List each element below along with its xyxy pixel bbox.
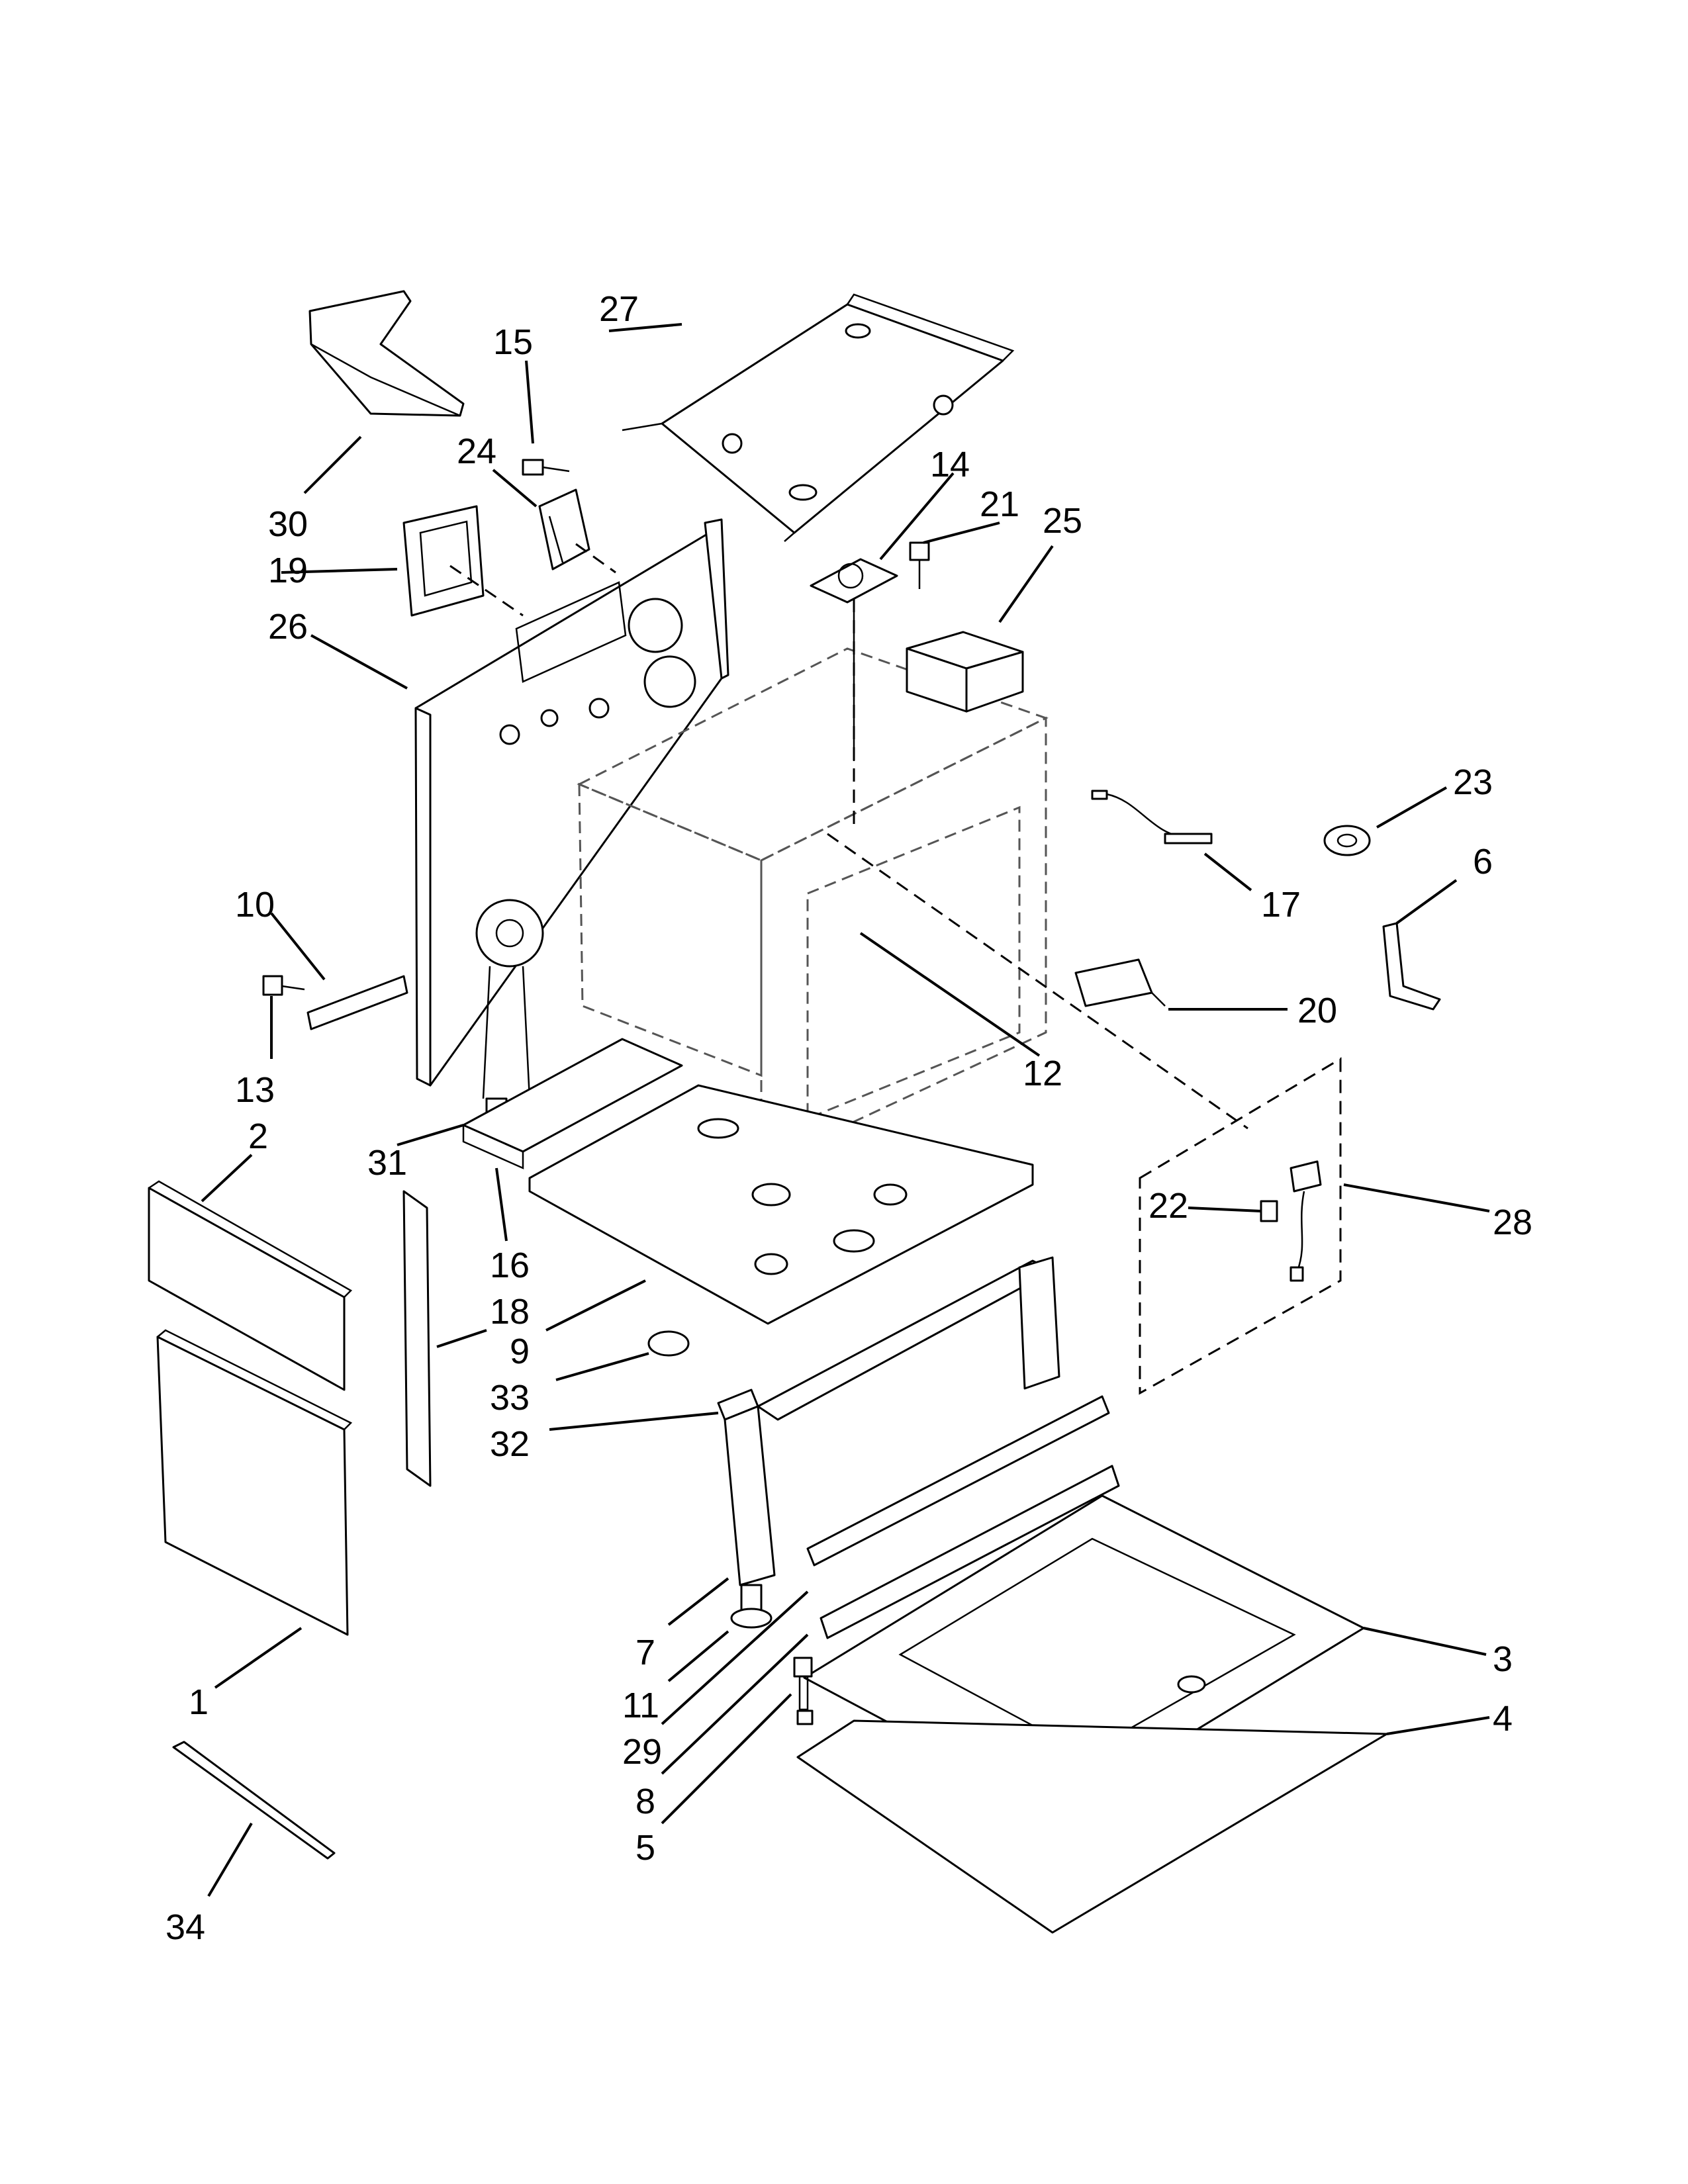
- callout-19: 19: [268, 551, 308, 590]
- callout-30: 30: [268, 504, 308, 544]
- callout-21: 21: [980, 484, 1019, 524]
- part-28-wire-harness-group[interactable]: [1139, 1057, 1342, 1395]
- part-34-trim-strip[interactable]: [172, 1741, 336, 1860]
- part-26-back-panel[interactable]: [414, 518, 729, 1087]
- callout-5: 5: [635, 1828, 655, 1868]
- part-1-front-panel[interactable]: [156, 1329, 353, 1636]
- callout-29: 29: [622, 1732, 662, 1772]
- part-24-bracket[interactable]: [538, 488, 590, 570]
- leader-lines: [201, 323, 1490, 1897]
- callout-1: 1: [189, 1682, 209, 1722]
- part-29-front-rail[interactable]: [806, 1395, 1110, 1567]
- callout-34: 34: [165, 1907, 205, 1947]
- callout-18: 18: [490, 1292, 530, 1332]
- callout-3: 3: [1493, 1639, 1513, 1679]
- part-10-bracket[interactable]: [306, 975, 408, 1030]
- part-17-sensor[interactable]: [1091, 790, 1213, 844]
- part-20-switch[interactable]: [1074, 958, 1166, 1007]
- callout-23: 23: [1453, 762, 1493, 802]
- part-25-control-box[interactable]: [906, 631, 1024, 713]
- callout-28: 28: [1493, 1203, 1532, 1242]
- callout-17: 17: [1261, 885, 1301, 925]
- callout-6: 6: [1473, 842, 1493, 882]
- part-9-oven-bottom[interactable]: [528, 1084, 1034, 1325]
- part-19-vent-duct[interactable]: [402, 505, 485, 617]
- part-7-front-frame[interactable]: [724, 1256, 1060, 1586]
- callout-27: 27: [599, 289, 639, 329]
- part-21-screw[interactable]: [909, 541, 930, 589]
- part-12-oven-cavity[interactable]: [577, 647, 1049, 1167]
- part-16-bracket[interactable]: [462, 1038, 683, 1169]
- callout-31: 31: [367, 1143, 407, 1183]
- callout-14: 14: [930, 445, 970, 484]
- callout-9: 9: [510, 1332, 530, 1371]
- part-11-leveling-leg[interactable]: [730, 1584, 773, 1629]
- part-27-top-panel[interactable]: [622, 293, 1015, 542]
- callout-22: 22: [1149, 1186, 1188, 1226]
- callout-12: 12: [1023, 1054, 1062, 1093]
- callout-33: 33: [490, 1378, 530, 1418]
- part-23-clip[interactable]: [1323, 825, 1371, 856]
- part-22-fuse[interactable]: [1260, 1200, 1278, 1222]
- callout-4: 4: [1493, 1699, 1513, 1739]
- callout-2: 2: [248, 1116, 268, 1156]
- callout-24: 24: [457, 432, 496, 471]
- part-6-bracket[interactable]: [1382, 922, 1441, 1011]
- part-8-rail[interactable]: [820, 1465, 1120, 1639]
- part-18-side-trim[interactable]: [402, 1190, 432, 1487]
- callout-15: 15: [493, 322, 533, 362]
- alignment-lines: [449, 543, 1248, 1130]
- part-33-clip[interactable]: [647, 1330, 690, 1357]
- callout-8: 8: [635, 1782, 655, 1821]
- part-2-front-upper-panel[interactable]: [148, 1180, 353, 1391]
- callout-32: 32: [490, 1424, 530, 1464]
- callout-7: 7: [635, 1633, 655, 1672]
- callout-25: 25: [1043, 501, 1082, 541]
- part-15-screw[interactable]: [522, 459, 570, 476]
- callout-11: 11: [622, 1686, 659, 1725]
- callout-10: 10: [235, 885, 275, 925]
- callout-labels: 27 15 24 30 19 26 14 21 25 23 6 17 20 12…: [165, 289, 1532, 1947]
- part-4-bottom-cover[interactable]: [796, 1719, 1388, 1934]
- convection-fan-assembly: [475, 899, 544, 1118]
- part-5-screw[interactable]: [793, 1657, 814, 1725]
- callout-13: 13: [235, 1070, 275, 1110]
- callout-26: 26: [268, 607, 308, 647]
- callout-16: 16: [490, 1246, 530, 1285]
- callout-20: 20: [1297, 991, 1337, 1030]
- part-30-vent-deflector[interactable]: [308, 290, 465, 417]
- part-13-screw[interactable]: [262, 975, 305, 996]
